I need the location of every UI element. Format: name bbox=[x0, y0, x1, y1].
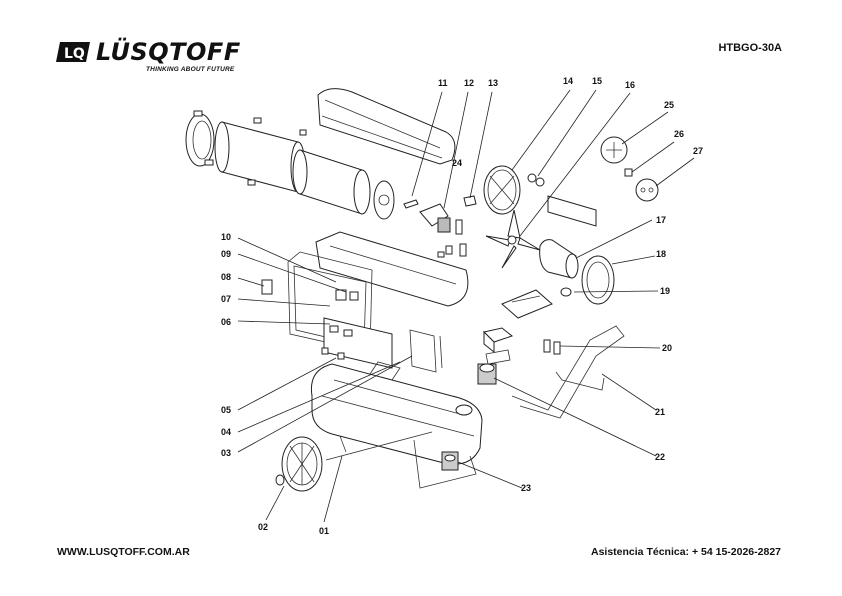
outer-cylinder bbox=[292, 149, 371, 215]
wheel bbox=[275, 436, 323, 492]
combustion-chamber bbox=[214, 117, 307, 193]
callout-01: 01 bbox=[319, 526, 329, 536]
filter-cap bbox=[477, 363, 497, 385]
callout-18: 18 bbox=[656, 249, 666, 259]
callout-03: 03 bbox=[221, 448, 231, 458]
callout-20: 20 bbox=[662, 343, 672, 353]
pump-assembly bbox=[419, 203, 467, 257]
accessory-cover bbox=[600, 136, 628, 164]
callout-13: 13 bbox=[488, 78, 498, 88]
callout-15: 15 bbox=[592, 76, 602, 86]
callout-16: 16 bbox=[625, 80, 635, 90]
footer-website: WWW.LUSQTOFF.COM.AR bbox=[57, 546, 190, 558]
callout-17: 17 bbox=[656, 215, 666, 225]
brand-name: LÜSQTOFF bbox=[96, 38, 241, 66]
accessory-square bbox=[624, 168, 633, 177]
handle bbox=[511, 325, 625, 419]
callout-07: 07 bbox=[221, 294, 231, 304]
callout-27: 27 bbox=[693, 146, 703, 156]
lower-cover bbox=[315, 231, 469, 307]
callout-23: 23 bbox=[521, 483, 531, 493]
callout-05: 05 bbox=[221, 405, 231, 415]
callout-14: 14 bbox=[563, 76, 573, 86]
brand-mark-icon: LQ bbox=[56, 42, 90, 62]
top-cover bbox=[317, 88, 456, 165]
fan-nuts bbox=[527, 173, 545, 187]
callout-25: 25 bbox=[664, 100, 674, 110]
control-panel bbox=[261, 279, 393, 369]
heat-shield-plate bbox=[547, 195, 597, 227]
rear-guard bbox=[581, 255, 615, 305]
callout-04: 04 bbox=[221, 427, 231, 437]
motor-cap bbox=[560, 287, 572, 297]
svg-text:LQ: LQ bbox=[64, 46, 85, 62]
transformer bbox=[483, 327, 514, 365]
callout-12: 12 bbox=[464, 78, 474, 88]
brand-tagline: THINKING ABOUT FUTURE bbox=[146, 66, 235, 73]
fan-blade bbox=[485, 209, 541, 269]
callout-09: 09 bbox=[221, 249, 231, 259]
callout-24: 24 bbox=[452, 158, 462, 168]
leader-lines bbox=[237, 89, 695, 523]
fuel-gauge bbox=[441, 451, 459, 471]
motor bbox=[539, 239, 579, 279]
callout-06: 06 bbox=[221, 317, 231, 327]
rear-plate bbox=[373, 180, 395, 220]
callout-08: 08 bbox=[221, 272, 231, 282]
callout-02: 02 bbox=[258, 522, 268, 532]
fuel-tank bbox=[310, 329, 483, 465]
callout-22: 22 bbox=[655, 452, 665, 462]
bracket bbox=[501, 289, 553, 319]
accessory-disc bbox=[635, 178, 659, 202]
fan-guard bbox=[483, 165, 521, 215]
brand-logo: LQ LÜSQTOFF THINKING ABOUT FUTURE bbox=[56, 38, 246, 78]
callout-26: 26 bbox=[674, 129, 684, 139]
front-guard-ring bbox=[185, 110, 215, 167]
callout-11: 11 bbox=[438, 78, 448, 88]
base-stand bbox=[325, 431, 477, 489]
callout-19: 19 bbox=[660, 286, 670, 296]
spark-plug bbox=[403, 199, 419, 209]
footer-support: Asistencia Técnica: + 54 15-2026-2827 bbox=[591, 546, 781, 558]
model-number: HTBGO-30A bbox=[718, 42, 782, 54]
callout-21: 21 bbox=[655, 407, 665, 417]
callout-10: 10 bbox=[221, 232, 231, 242]
callout-labels: 11 12 13 14 15 16 25 26 27 24 17 18 19 2… bbox=[221, 76, 703, 536]
